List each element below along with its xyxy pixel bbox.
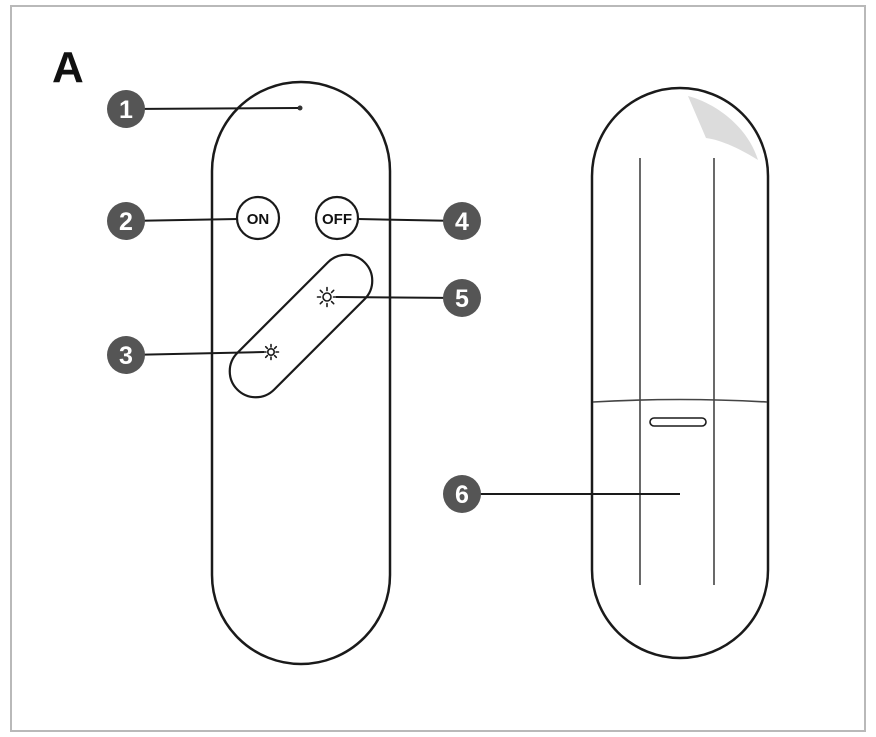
svg-text:6: 6 — [455, 481, 469, 509]
panel-label: A — [52, 43, 84, 92]
brightness-rocker[interactable] — [219, 244, 383, 408]
svg-text:5: 5 — [455, 285, 469, 313]
svg-text:1: 1 — [119, 96, 133, 124]
off-button-label: OFF — [322, 211, 352, 228]
off-button[interactable]: OFF — [314, 195, 360, 241]
holder-slot — [649, 417, 707, 427]
callout-3: 3 — [107, 336, 145, 374]
on-button[interactable]: ON — [235, 195, 281, 241]
holder-highlight — [688, 96, 758, 160]
callout-4: 4 — [443, 202, 481, 240]
holder-seam — [592, 398, 768, 403]
svg-text:4: 4 — [455, 208, 469, 236]
callout-1: 1 — [107, 90, 145, 128]
callout-6: 6 — [443, 475, 481, 513]
callout-5: 5 — [443, 279, 481, 317]
callout-2: 2 — [107, 202, 145, 240]
remote-holder — [590, 86, 770, 660]
indicator-light — [297, 105, 303, 111]
svg-text:3: 3 — [119, 342, 133, 370]
sun-small-icon[interactable] — [262, 343, 280, 361]
on-button-label: ON — [247, 211, 270, 228]
svg-text:2: 2 — [119, 208, 133, 236]
